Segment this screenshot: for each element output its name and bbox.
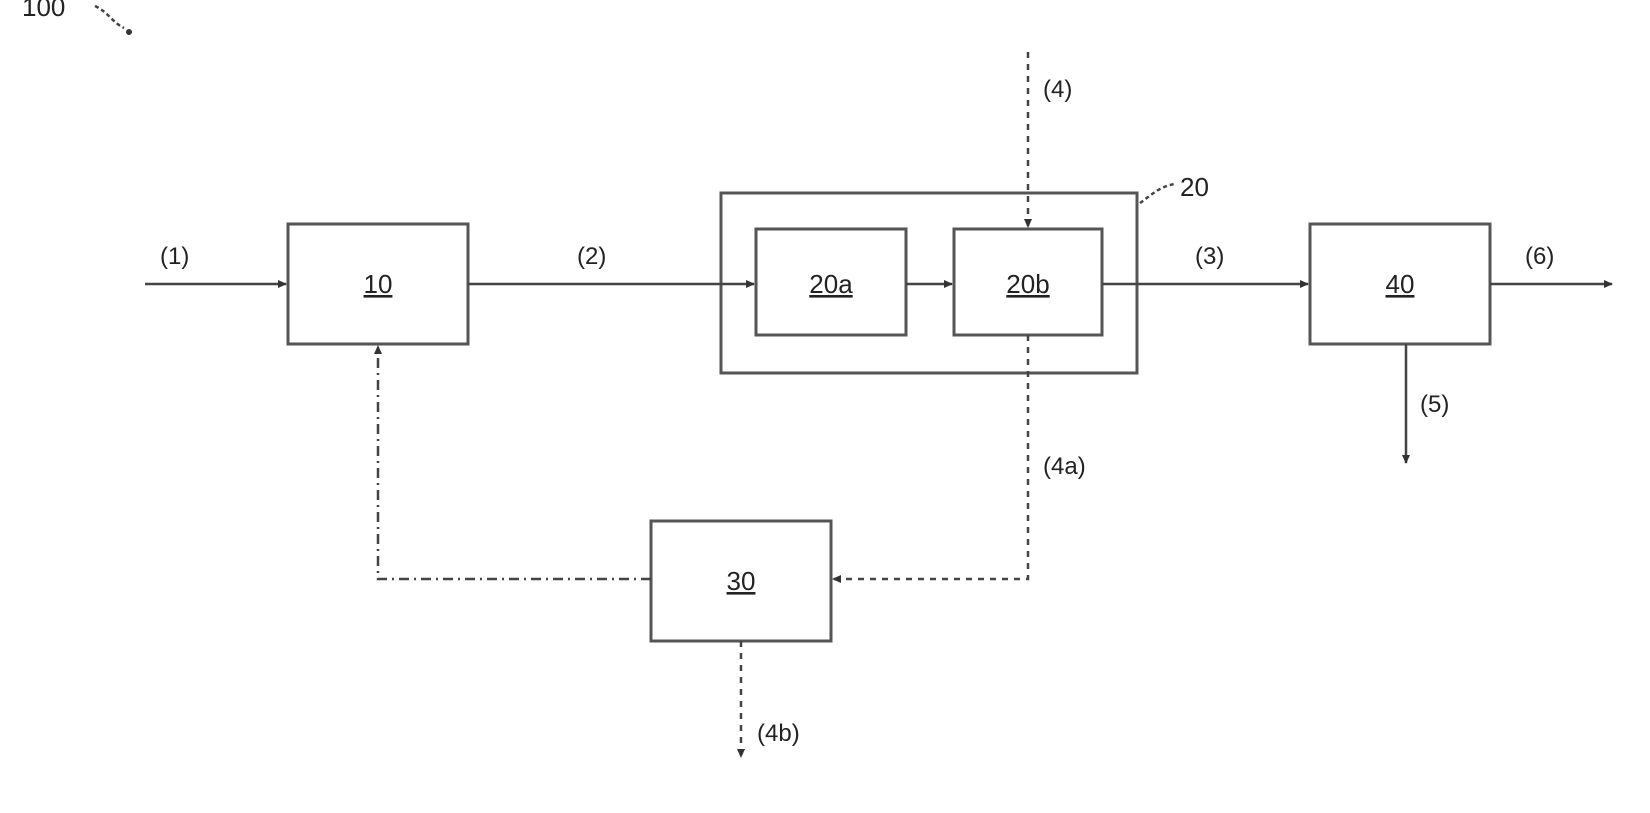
block-30-label: 30 xyxy=(727,566,756,596)
block-20b-label: 20b xyxy=(1006,269,1049,299)
stream-6-label: (6) xyxy=(1525,243,1554,270)
block-20-label: 20 xyxy=(1180,172,1209,202)
recycle-30-to-10-arrow xyxy=(378,346,651,579)
stream-4b-label: (4b) xyxy=(757,720,800,747)
stream-5-label: (5) xyxy=(1420,391,1449,418)
stream-4a-label: (4a) xyxy=(1043,453,1086,480)
block-20a-label: 20a xyxy=(809,269,853,299)
figure-ref-number: 100 xyxy=(22,0,65,22)
figure-ref-leader-dot xyxy=(126,29,132,35)
stream-2-label: (2) xyxy=(577,243,606,270)
block-40-label: 40 xyxy=(1386,269,1415,299)
block-20-leader xyxy=(1140,184,1175,203)
block-10-label: 10 xyxy=(364,269,393,299)
stream-1-label: (1) xyxy=(160,243,189,270)
stream-4-label: (4) xyxy=(1043,76,1072,103)
figure-ref-leader xyxy=(95,6,124,28)
stream-3-label: (3) xyxy=(1195,243,1224,270)
